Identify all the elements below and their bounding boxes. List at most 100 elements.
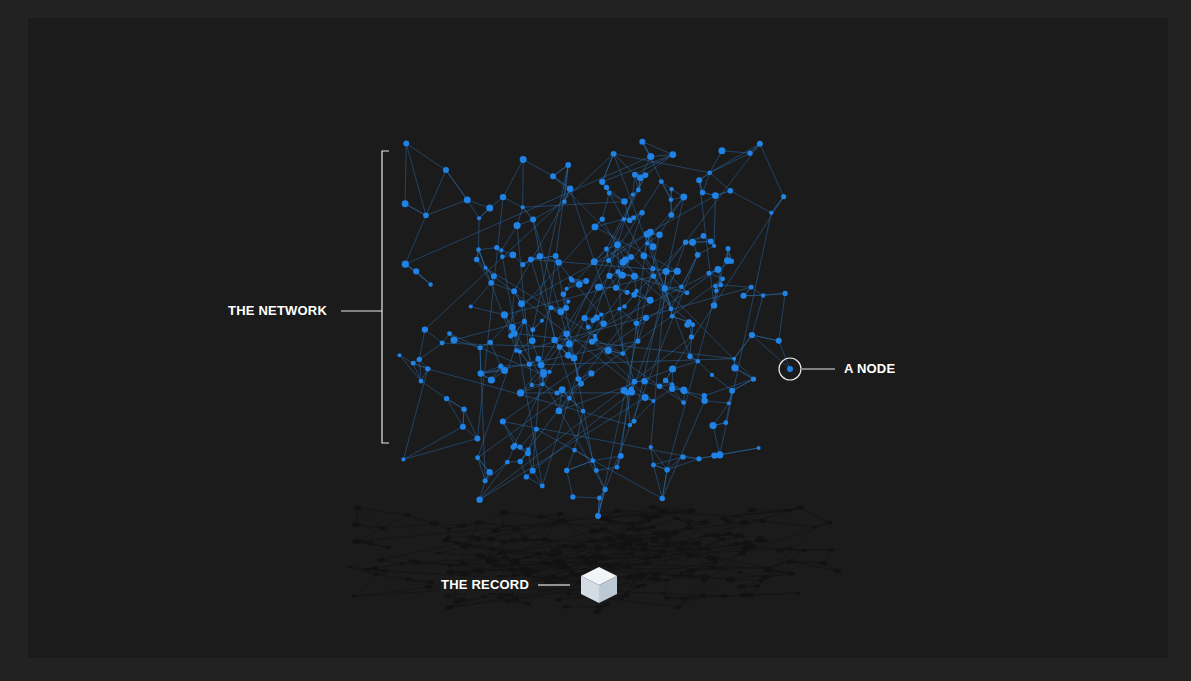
shadow-line [438, 553, 480, 555]
shadow-dot [608, 520, 614, 523]
shadow-line [617, 511, 737, 516]
network-dot [597, 284, 603, 290]
shadow-dot [618, 597, 624, 600]
network-link [490, 219, 602, 342]
network-dot [647, 297, 654, 304]
shadow-line [563, 520, 643, 574]
network-dot [591, 258, 598, 265]
network-dot [517, 389, 524, 396]
shadow-dot [775, 548, 783, 552]
network-dot [530, 217, 536, 223]
callout-label: THE RECORD [439, 577, 531, 593]
network-link [623, 262, 689, 322]
shadow-dot [502, 556, 509, 560]
network-dot [620, 351, 625, 356]
network-dot [726, 246, 731, 251]
network-dot [619, 272, 626, 279]
network-dot [483, 478, 488, 483]
shadow-dot [499, 510, 508, 515]
record-cube [538, 567, 617, 603]
network-dot [425, 366, 430, 371]
shadow-dot [563, 566, 572, 571]
network-dot [443, 167, 449, 173]
network-dot [659, 179, 664, 184]
network-link [608, 351, 683, 403]
network-dot [447, 331, 452, 336]
network-link [531, 259, 597, 470]
network-dot [510, 444, 516, 450]
shadow-dot [347, 566, 352, 569]
network-dot [524, 474, 529, 479]
shadow-line [504, 512, 541, 517]
network-dot [597, 496, 602, 501]
shadow-dot [796, 592, 801, 595]
network-dot [561, 291, 567, 297]
shadow-dot [711, 533, 720, 538]
shadow-dot [594, 610, 602, 614]
network-link [512, 327, 605, 489]
shadow-dot [487, 537, 496, 542]
network-dot [627, 218, 633, 224]
network-dot [628, 254, 634, 260]
shadow-dot [459, 562, 466, 566]
shadow-dot [512, 597, 520, 601]
background-panel [28, 18, 1168, 658]
shadow-line [779, 549, 831, 551]
network-dot [583, 278, 589, 284]
network-dot [696, 456, 701, 461]
shadow-dot [445, 536, 451, 539]
network-dot [680, 194, 687, 201]
network-link [467, 200, 489, 208]
network-link [480, 348, 485, 481]
shadow-dot [761, 575, 769, 579]
shadow-dot [354, 506, 361, 510]
network-dot [715, 266, 722, 273]
network-dot [680, 454, 685, 459]
shadow-dot [544, 580, 553, 585]
network-link [662, 470, 667, 499]
shadow-dot [706, 548, 712, 551]
shadow-line [617, 511, 644, 517]
shadow-line [493, 524, 556, 549]
shadow-dot [562, 544, 569, 548]
network-link [614, 154, 690, 357]
shadow-dot [599, 527, 606, 531]
network-dot [518, 349, 522, 353]
shadow-dot [623, 542, 632, 547]
network-dot [695, 252, 701, 258]
shadow-dot [404, 513, 412, 517]
network-link [480, 337, 692, 500]
network-dot [632, 379, 638, 385]
network-link [405, 143, 406, 203]
network-dot [567, 396, 572, 401]
network-link [653, 465, 662, 499]
shadow-dot [711, 560, 718, 564]
network-dot [567, 186, 573, 192]
network-dot [557, 344, 563, 350]
network-dot [486, 469, 492, 475]
shadow-dot [686, 568, 695, 573]
network-graph [397, 139, 793, 519]
network-dot [564, 468, 569, 473]
network-dot [769, 211, 773, 215]
shadow-dot [687, 509, 696, 514]
network-link [681, 255, 697, 287]
shadow-dot [664, 578, 669, 581]
network-dot [606, 258, 611, 263]
shadow-dot [366, 541, 374, 545]
network-dot [732, 357, 736, 361]
shadow-dot [596, 605, 602, 608]
shadow-dot [606, 563, 615, 568]
shadow-line [358, 508, 383, 528]
network-dot [645, 241, 649, 245]
shadow-dot [352, 539, 361, 544]
shadow-dot [653, 554, 661, 558]
network-link [480, 462, 508, 500]
network-dot [607, 191, 612, 196]
shadow-dot [599, 554, 605, 557]
shadow-line [653, 507, 689, 523]
network-dot [477, 370, 483, 376]
network-dot [428, 282, 432, 286]
network-dot [541, 372, 547, 378]
shadow-line [357, 511, 664, 541]
